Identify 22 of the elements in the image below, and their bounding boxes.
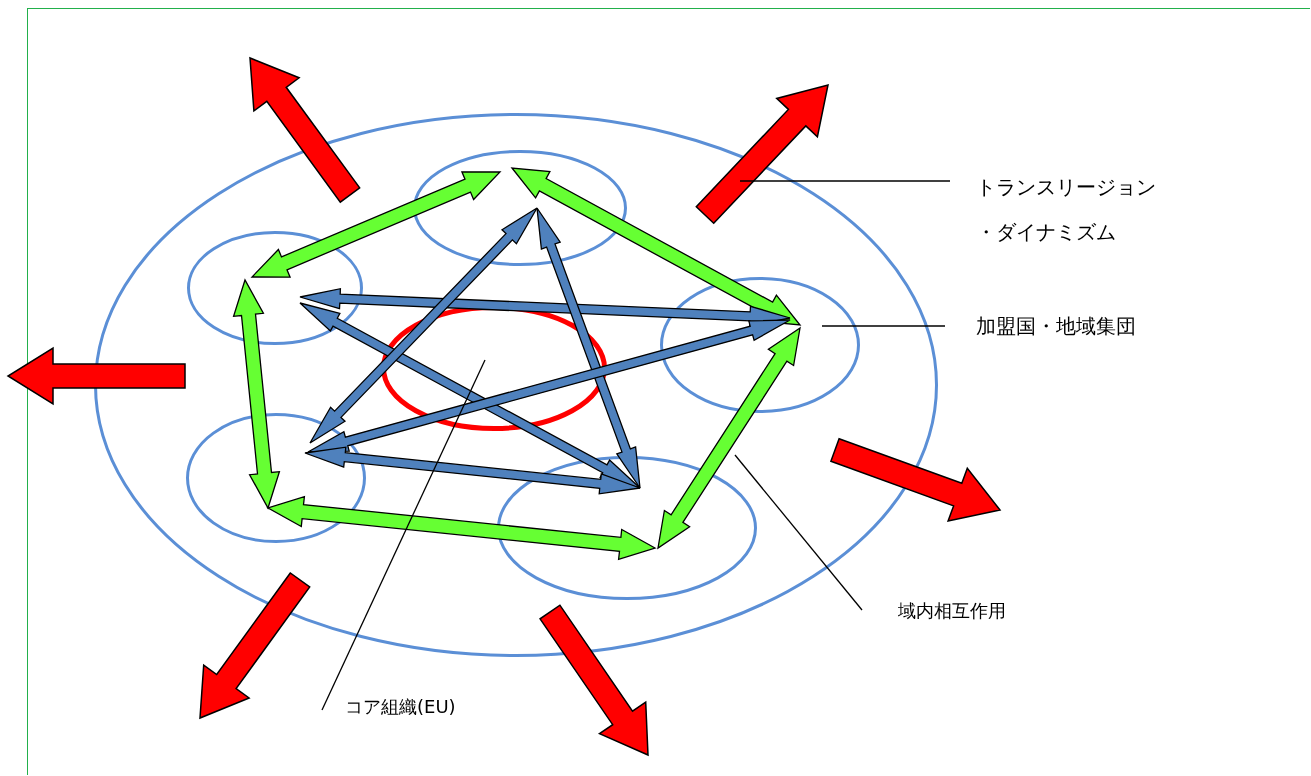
double-arrow bbox=[307, 319, 791, 453]
double-arrow bbox=[309, 207, 538, 444]
callout-text: 域内相互作用 bbox=[898, 599, 1007, 623]
double-arrow bbox=[250, 171, 502, 278]
double-arrow bbox=[304, 446, 641, 495]
member-ellipse bbox=[413, 150, 627, 266]
member-ellipse bbox=[187, 231, 363, 345]
leader-line bbox=[734, 454, 863, 611]
leader-line bbox=[739, 180, 951, 182]
callout-text: トランスリージョン・ダイナミズム bbox=[976, 174, 1157, 246]
callout-text: コア組織(EU) bbox=[345, 695, 457, 719]
member-ellipse bbox=[660, 277, 860, 413]
double-arrow bbox=[536, 207, 641, 489]
member-ellipse bbox=[186, 413, 366, 543]
leader-line bbox=[321, 359, 486, 711]
double-arrow bbox=[657, 326, 801, 550]
double-arrow bbox=[510, 167, 802, 326]
member-ellipse bbox=[497, 456, 757, 600]
callout-text: 加盟国・地域集団 bbox=[976, 313, 1137, 340]
double-arrow bbox=[232, 278, 281, 510]
leader-line bbox=[821, 325, 946, 327]
double-arrow bbox=[266, 495, 657, 561]
